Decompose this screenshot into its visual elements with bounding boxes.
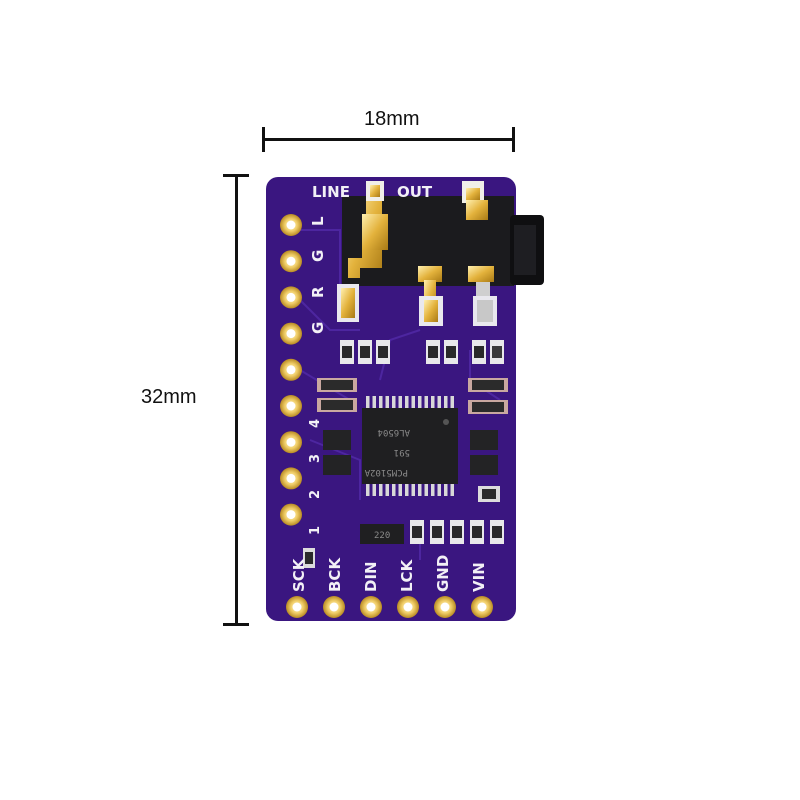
chip-pin xyxy=(366,396,370,410)
chip-pin xyxy=(437,482,441,496)
left-pin-pad xyxy=(280,431,302,454)
height-dimension-line xyxy=(235,175,238,625)
chip-pin xyxy=(379,482,383,496)
chip-pin xyxy=(398,396,402,410)
bottom-pin-pad xyxy=(471,596,493,618)
pin-label-g2: G xyxy=(309,322,327,334)
chip-pin xyxy=(405,482,409,496)
chip-pin xyxy=(444,482,448,496)
pin-label-bck: BCK xyxy=(326,557,344,592)
pin-number-3: 3 xyxy=(308,454,323,463)
header-label-out: OUT xyxy=(397,183,433,201)
pin-label-l: L xyxy=(309,216,327,226)
chip-pin xyxy=(411,482,415,496)
left-pin-pad xyxy=(280,214,302,236)
bottom-pin-pad xyxy=(323,596,345,618)
chip-pin xyxy=(418,396,422,410)
bottom-pin-pad xyxy=(360,596,382,618)
pcb-board xyxy=(266,177,516,621)
chip-pin xyxy=(392,396,396,410)
smd-components xyxy=(303,340,508,568)
height-dimension-tick-bottom xyxy=(223,623,249,626)
chip-pin xyxy=(385,482,389,496)
left-pin-pad xyxy=(280,286,302,309)
left-pin-pad xyxy=(280,395,302,417)
left-pin-pad xyxy=(280,503,302,526)
left-pin-pad xyxy=(280,250,302,273)
chip-pin xyxy=(450,482,454,496)
chip-pin xyxy=(444,396,448,410)
bottom-pin-pad xyxy=(286,596,308,618)
chip-pin xyxy=(366,482,370,496)
pin-label-g1: G xyxy=(309,250,327,262)
chip-marking-2: 591 xyxy=(394,447,410,457)
chip-pin xyxy=(392,482,396,496)
pin-label-lck: LCK xyxy=(398,558,416,592)
pin-number-4: 4 xyxy=(308,419,323,428)
chip-pin xyxy=(372,482,376,496)
chip-pin xyxy=(437,396,441,410)
bottom-pin-pad xyxy=(434,596,456,618)
pin-label-gnd: GND xyxy=(434,555,452,592)
chip-pin xyxy=(385,396,389,410)
bottom-pin-header xyxy=(286,596,493,618)
chip-pin xyxy=(418,482,422,496)
small-chip-marking: 220 xyxy=(374,531,390,541)
chip-pin xyxy=(431,396,435,410)
pin-number-1: 1 xyxy=(308,526,323,535)
height-dimension-label: 32mm xyxy=(141,386,197,408)
left-pin-pad xyxy=(280,467,302,490)
height-dimension-tick-top xyxy=(223,174,249,177)
chip-pin xyxy=(424,396,428,410)
chip-pin xyxy=(405,396,409,410)
chip-pin xyxy=(379,396,383,410)
pin-label-sck: SCK xyxy=(290,557,308,592)
chip-pin xyxy=(450,396,454,410)
left-pin-pad xyxy=(280,358,302,381)
pin-label-r: R xyxy=(309,286,327,298)
chip-pin xyxy=(431,482,435,496)
left-pin-pad xyxy=(280,322,302,345)
width-dimension-label: 18mm xyxy=(364,108,420,130)
chip-pin xyxy=(424,482,428,496)
pin-label-vin: VIN xyxy=(470,562,488,592)
width-dimension-tick-right xyxy=(512,127,515,152)
width-dimension-line xyxy=(263,138,514,141)
left-pin-header xyxy=(280,214,302,526)
jack-contact-mid xyxy=(418,266,442,282)
header-label-line: LINE xyxy=(312,183,350,201)
chip-marking-3: PCM5102A xyxy=(364,467,408,477)
chip-pin xyxy=(411,396,415,410)
chip-pin xyxy=(398,482,402,496)
pin-label-din: DIN xyxy=(362,561,380,592)
bottom-pin-pad xyxy=(397,596,419,618)
pcm5102a-chip: AL6504 591 PCM5102A xyxy=(362,396,458,496)
width-dimension-tick-left xyxy=(262,127,265,152)
jack-contact-right xyxy=(468,266,494,282)
small-ic-220: 220 xyxy=(360,524,404,544)
chip-pin xyxy=(372,396,376,410)
pin-number-2: 2 xyxy=(308,490,323,499)
chip-marking-1: AL6504 xyxy=(377,427,410,437)
